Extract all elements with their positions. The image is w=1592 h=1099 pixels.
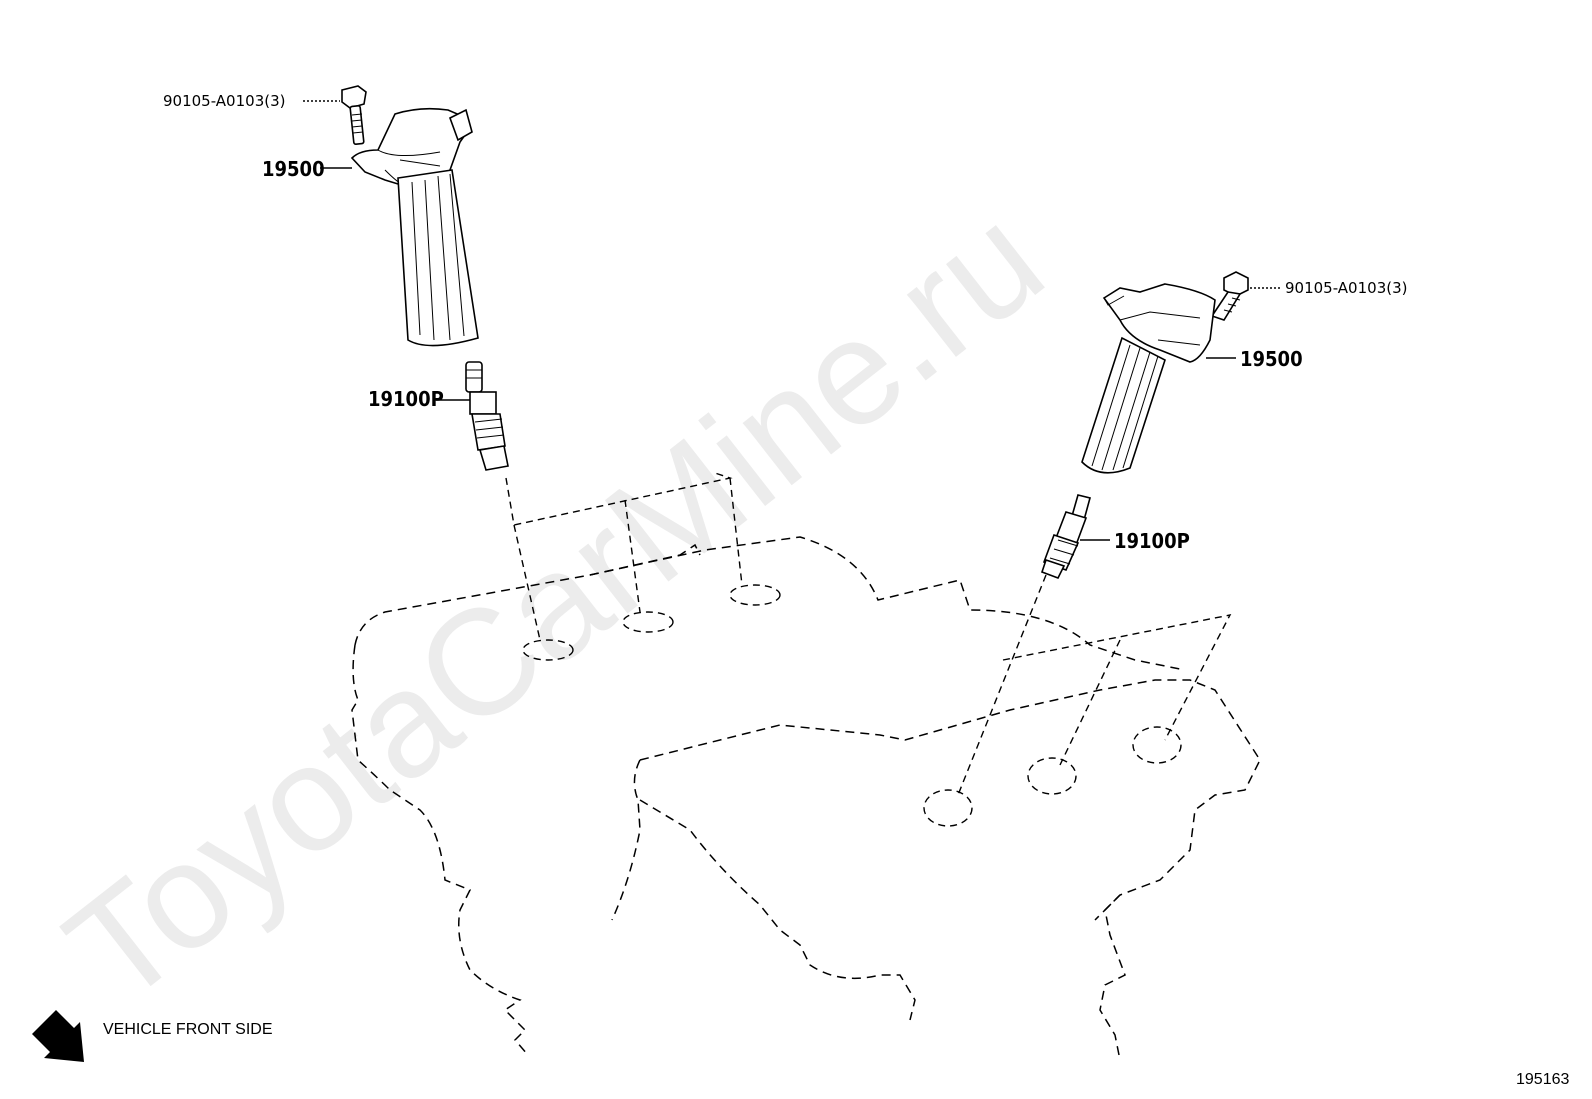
callout-bolt-right: 90105-A0103(3) — [1285, 279, 1407, 297]
callout-plug-left: 19100P — [368, 387, 444, 411]
figure-number: 195163 — [1516, 1071, 1569, 1088]
callout-coil-left: 19500 — [262, 157, 325, 181]
bolt-left — [341, 85, 367, 146]
ignition-coil-right — [1081, 283, 1216, 474]
callout-plug-right: 19100P — [1114, 529, 1190, 553]
arrow-down-right-icon — [32, 1010, 84, 1062]
plug-holes — [522, 584, 1182, 827]
ignition-coil-left — [350, 107, 479, 347]
engine-outline — [351, 536, 1261, 1061]
leader-lines — [303, 100, 1281, 541]
installation-guides — [505, 471, 1232, 796]
callout-coil-right: 19500 — [1240, 347, 1303, 371]
watermark: ToyotaCarMine.ru — [36, 174, 1072, 1035]
vehicle-front-side-label: VEHICLE FRONT SIDE — [103, 1021, 273, 1038]
callout-bolt-left: 90105-A0103(3) — [163, 92, 285, 110]
spark-plug-left — [465, 361, 509, 471]
spark-plug-right — [1040, 494, 1091, 580]
bolt-right — [1210, 271, 1249, 321]
